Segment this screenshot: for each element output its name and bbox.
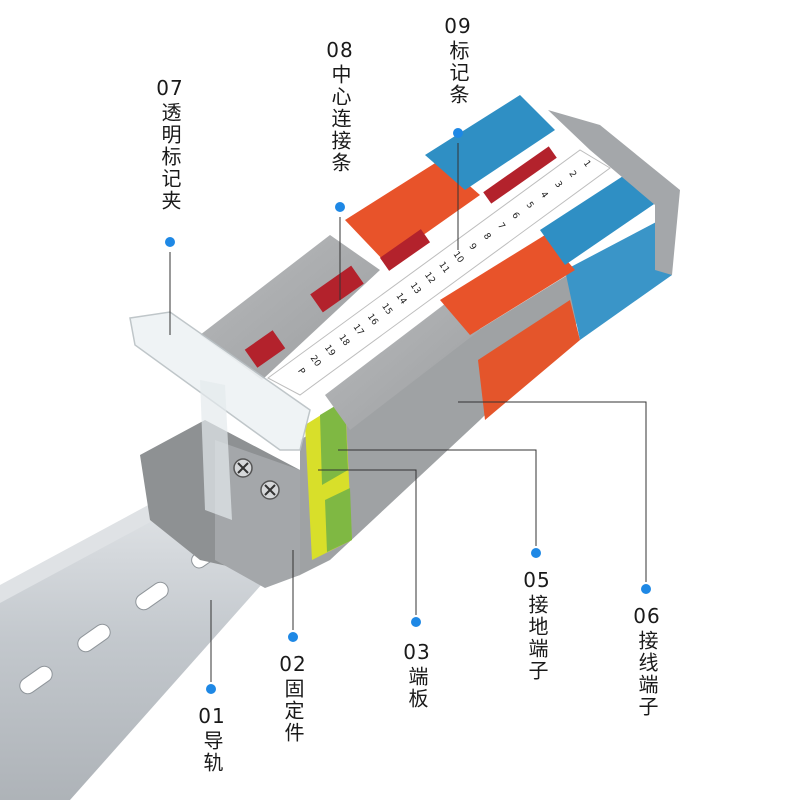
leader-06 <box>458 401 647 582</box>
label-07-text: 透明标记夹 <box>158 102 182 212</box>
marker-number: 6 <box>509 211 521 222</box>
label-07-number: 07 <box>156 76 184 100</box>
stack-side-blue <box>565 220 672 340</box>
label-08-number: 08 <box>326 38 354 62</box>
marker-number: 8 <box>481 231 493 242</box>
gray-top-left <box>200 235 380 380</box>
label-03-text: 端板 <box>405 666 429 710</box>
ground-stripe <box>325 488 352 552</box>
dot-09 <box>453 128 463 138</box>
marker-number: 1 <box>581 159 592 169</box>
orange-top-right <box>440 235 575 335</box>
leader-lines <box>169 143 647 682</box>
marker-ground-symbol: P <box>295 367 307 378</box>
dot-01 <box>206 684 216 694</box>
gray-top-right <box>325 300 480 430</box>
label-03-number: 03 <box>403 640 431 664</box>
red-bridge <box>379 229 431 271</box>
label-05: 05 接地端子 <box>515 568 559 682</box>
label-08-text: 中心连接条 <box>328 64 352 174</box>
label-02: 02 固定件 <box>271 652 315 744</box>
marker-number: 7 <box>495 221 506 231</box>
label-08: 08 中心连接条 <box>318 38 362 174</box>
clamp-front <box>215 440 300 588</box>
label-01-number: 01 <box>198 704 226 728</box>
label-06-number: 06 <box>633 604 661 628</box>
ground-stripe <box>320 400 348 485</box>
marker-number: 5 <box>524 200 535 210</box>
orange-top-left <box>345 160 480 262</box>
label-09: 09 标记条 <box>436 14 480 106</box>
rail-slot <box>135 581 169 611</box>
label-05-number: 05 <box>523 568 551 592</box>
leader-03 <box>318 469 417 615</box>
marker-number: 4 <box>538 190 550 201</box>
label-01: 01 导轨 <box>190 704 234 774</box>
red-bridge <box>310 265 364 313</box>
end-plate <box>548 110 680 275</box>
label-06-text: 接线端子 <box>635 630 659 718</box>
label-06: 06 接线端子 <box>625 604 669 718</box>
label-09-number: 09 <box>444 14 472 38</box>
label-05-text: 接地端子 <box>525 594 549 682</box>
red-bridge <box>483 146 557 204</box>
red-bridge <box>244 330 286 368</box>
dot-02 <box>288 632 298 642</box>
dot-08 <box>335 202 345 212</box>
label-07: 07 透明标记夹 <box>148 76 192 212</box>
marker-clip-stem <box>200 380 232 520</box>
label-09-text: 标记条 <box>446 40 470 106</box>
dot-03 <box>411 617 421 627</box>
leader-05 <box>338 449 537 546</box>
marker-number: 9 <box>466 242 478 253</box>
dot-07 <box>165 237 175 247</box>
rail-slot <box>19 665 53 695</box>
label-02-number: 02 <box>279 652 307 676</box>
marker-number: 3 <box>552 180 563 190</box>
dot-05 <box>531 548 541 558</box>
label-01-text: 导轨 <box>200 730 224 774</box>
marker-strip <box>267 149 611 396</box>
dot-06 <box>641 584 651 594</box>
rail-slot <box>77 623 111 653</box>
stack-side-orange <box>478 300 580 420</box>
label-02-text: 固定件 <box>281 678 305 744</box>
blue-top-right <box>540 165 660 265</box>
label-03: 03 端板 <box>395 640 439 710</box>
marker-number: 2 <box>566 169 577 179</box>
